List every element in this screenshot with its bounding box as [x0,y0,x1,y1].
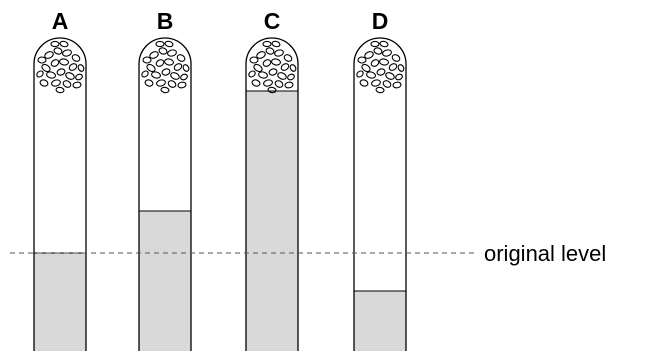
tube-b-outline [138,37,192,351]
tube-group: A B C D [33,8,407,351]
tube-b-membrane [140,39,191,94]
tube-a-membrane [35,39,86,94]
tube-c-liquid [246,91,298,351]
original-level-label: original level [484,241,606,266]
tube-a-liquid [34,253,86,351]
tube-c: C [245,8,299,351]
tube-b-label: B [157,8,174,34]
tube-c-outline [245,37,299,351]
tube-a-label: A [52,8,69,34]
tube-c-membrane [247,39,298,94]
tube-d-label: D [372,8,389,34]
tube-c-label: C [264,8,281,34]
tube-d-membrane [355,39,406,94]
tube-a: A [33,8,87,351]
tube-b: B [138,8,192,351]
tube-a-outline [33,37,87,351]
tube-d-liquid [354,291,406,351]
tube-b-liquid [139,211,191,351]
tube-d-outline [353,37,407,351]
tube-d: D [353,8,407,351]
